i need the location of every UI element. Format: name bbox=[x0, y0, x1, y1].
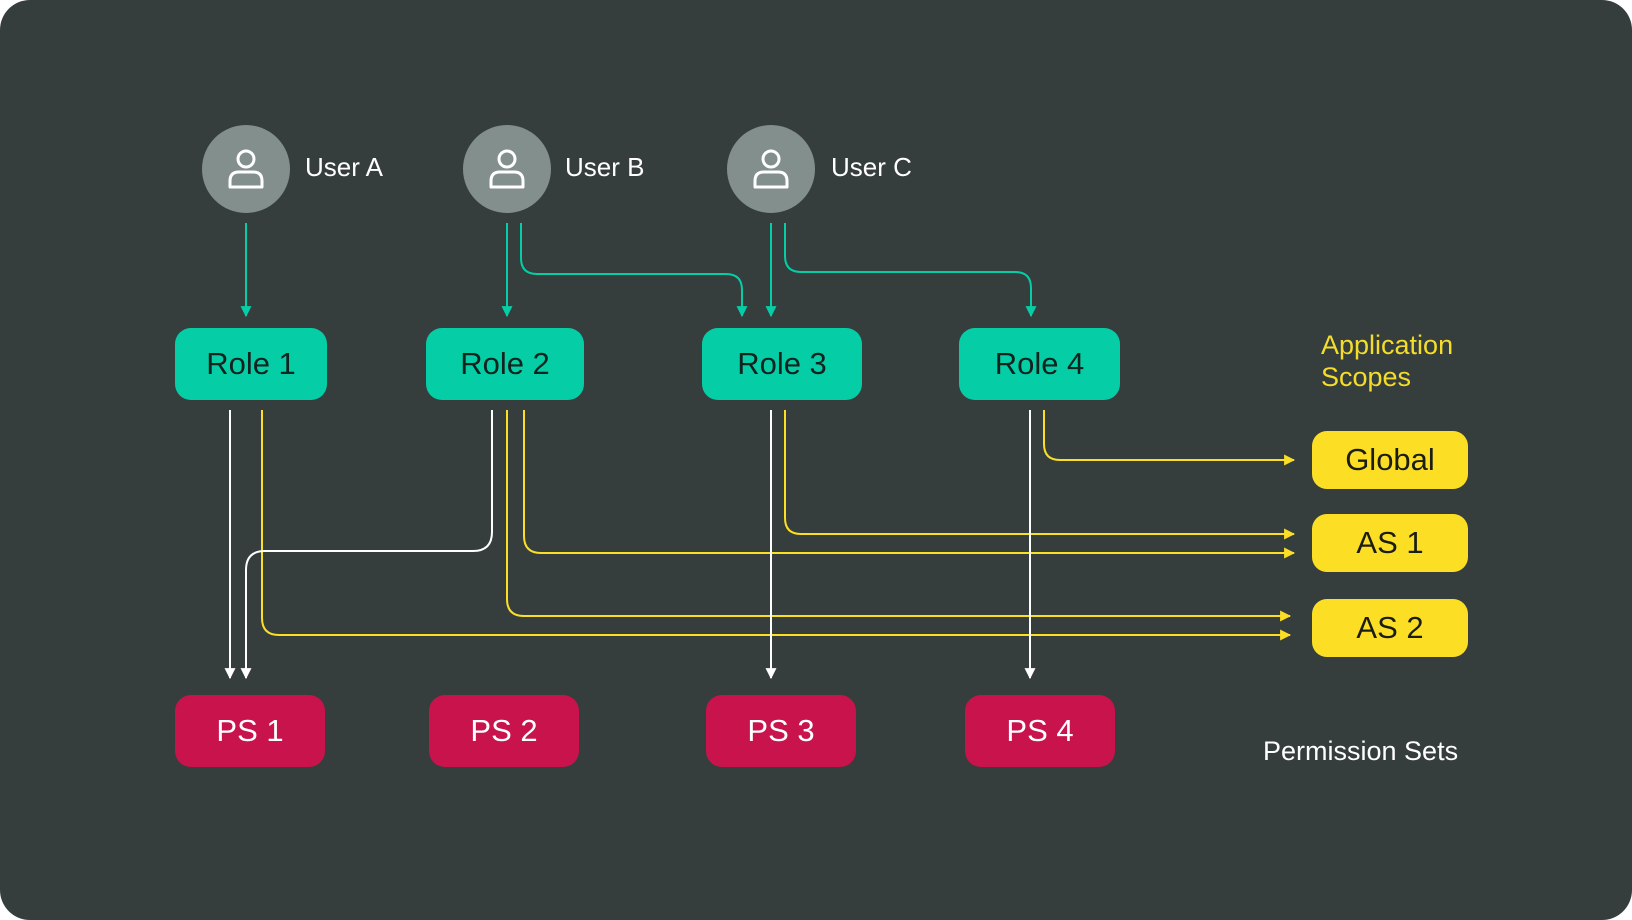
user-label: User B bbox=[565, 152, 645, 182]
permission-sets-heading: Permission Sets bbox=[1263, 736, 1459, 766]
scope-node: AS 2 bbox=[1312, 599, 1468, 657]
application-scopes-heading-line2: Scopes bbox=[1321, 362, 1412, 392]
application-scopes-heading-line1: Application bbox=[1321, 330, 1454, 360]
link-userb-role3 bbox=[520, 223, 748, 318]
user-icon bbox=[489, 149, 525, 189]
application-scopes-heading: Application Scopes bbox=[1321, 329, 1453, 393]
role-node: Role 4 bbox=[959, 328, 1120, 400]
permission-set-node: PS 4 bbox=[965, 695, 1115, 767]
user-label: User A bbox=[305, 152, 384, 182]
link-role3-as1 bbox=[784, 410, 1296, 540]
permission-set-node: PS 2 bbox=[429, 695, 579, 767]
scope-node: Global bbox=[1312, 431, 1468, 489]
user-icon bbox=[228, 149, 264, 189]
role-node: Role 3 bbox=[702, 328, 862, 400]
link-userc-role4 bbox=[784, 223, 1037, 318]
user-avatar bbox=[727, 125, 815, 213]
user-icon bbox=[753, 149, 789, 189]
permission-set-node: PS 1 bbox=[175, 695, 325, 767]
role-node: Role 2 bbox=[426, 328, 584, 400]
link-role4-global bbox=[1043, 410, 1296, 466]
role-node: Role 1 bbox=[175, 328, 327, 400]
permission-set-node: PS 3 bbox=[706, 695, 856, 767]
link-role2-as2 bbox=[506, 410, 1292, 622]
user-avatar bbox=[463, 125, 551, 213]
user-avatar bbox=[202, 125, 290, 213]
user-label: User C bbox=[831, 152, 912, 182]
scope-node: AS 1 bbox=[1312, 514, 1468, 572]
link-role2-ps1 bbox=[240, 410, 493, 680]
link-role1-as2 bbox=[261, 410, 1292, 641]
link-role2-as1 bbox=[523, 410, 1296, 559]
